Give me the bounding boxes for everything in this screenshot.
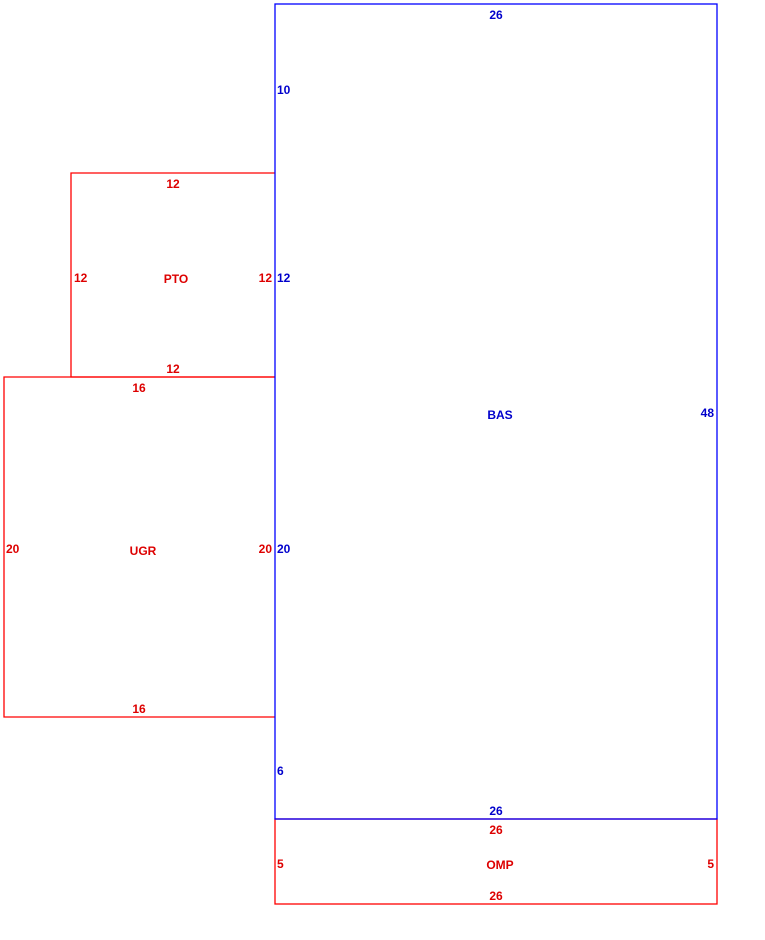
pto-area: 12 12 PTO 12 12 <box>70 172 275 378</box>
omp-area: 26 5 OMP 5 26 <box>274 818 718 905</box>
ugr-top-dimension: 16 <box>132 381 146 395</box>
bas-bottom-dimension: 26 <box>489 804 503 818</box>
pto-left-dimension: 12 <box>74 271 88 285</box>
bas-top-dimension: 26 <box>489 8 503 22</box>
pto-bottom-dimension: 12 <box>166 362 180 376</box>
omp-top-dimension: 26 <box>489 823 503 837</box>
ugr-outline <box>3 376 275 718</box>
bas-area: 26 10 12 BAS 48 20 6 26 <box>274 3 718 820</box>
pto-top-dimension: 12 <box>166 177 180 191</box>
ugr-left-dimension: 20 <box>6 542 20 556</box>
pto-code-label: PTO <box>164 272 188 286</box>
omp-code-label: OMP <box>486 858 513 872</box>
ugr-area: 16 20 UGR 20 16 <box>3 376 275 718</box>
bas-left-dimension-1: 10 <box>277 83 291 97</box>
ugr-right-dimension: 20 <box>259 542 273 556</box>
omp-right-dimension: 5 <box>707 857 714 871</box>
omp-left-dimension: 5 <box>277 857 284 871</box>
pto-right-dimension: 12 <box>259 271 273 285</box>
omp-bottom-dimension: 26 <box>489 889 503 903</box>
bas-left-dimension-2: 12 <box>277 271 291 285</box>
bas-left-dimension-3: 20 <box>277 542 291 556</box>
bas-code-label: BAS <box>487 408 512 422</box>
bas-right-dimension: 48 <box>701 406 715 420</box>
bas-outline <box>274 3 718 820</box>
ugr-bottom-dimension: 16 <box>132 702 146 716</box>
ugr-code-label: UGR <box>130 544 157 558</box>
bas-left-dimension-4: 6 <box>277 764 284 778</box>
